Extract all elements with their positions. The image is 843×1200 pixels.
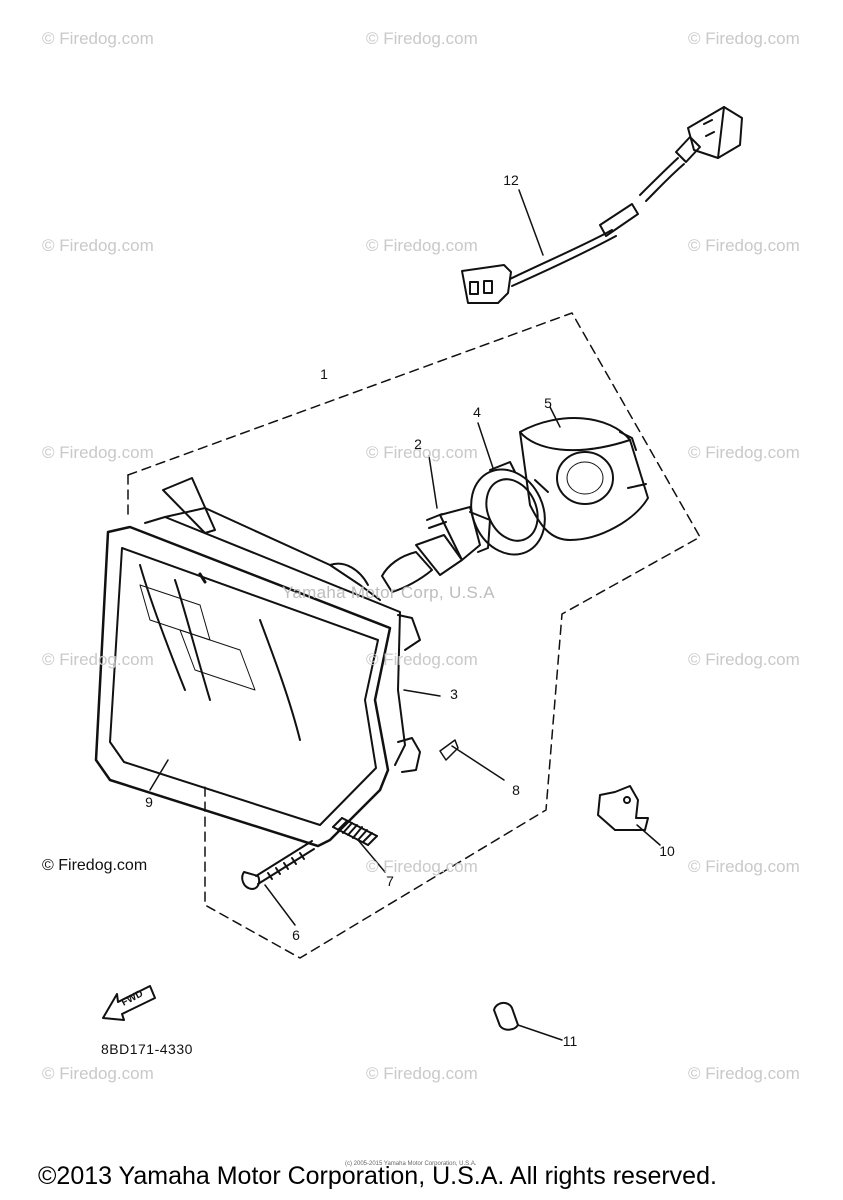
retaining-ring [470, 461, 549, 556]
center-watermark: Yamaha Motor Corp, U.S.A [282, 583, 495, 602]
dust-cover [519, 417, 649, 541]
callout-5: 5 [544, 395, 552, 411]
watermark: © Firedog.com [688, 236, 800, 255]
watermark: © Firedog.com [688, 443, 800, 462]
callout-10: 10 [659, 843, 675, 859]
callout-2: 2 [414, 436, 422, 452]
callout-7: 7 [386, 873, 394, 889]
assembly-outline [127, 312, 701, 959]
bracket [597, 785, 661, 846]
watermark: © Firedog.com [42, 443, 154, 462]
callout-12: 12 [503, 172, 519, 188]
callout-8: 8 [512, 782, 520, 798]
callout-4: 4 [473, 404, 481, 420]
watermark: © Firedog.com [42, 650, 154, 669]
callout-11: 11 [562, 1033, 578, 1049]
watermark: © Firedog.com [366, 236, 478, 255]
watermark: © Firedog.com [42, 29, 154, 48]
watermark: © Firedog.com [366, 1064, 478, 1083]
clip-8 [439, 739, 505, 781]
watermark: © Firedog.com [366, 857, 478, 876]
part-code: 8BD171-4330 [101, 1041, 193, 1057]
wire-harness [461, 106, 743, 304]
watermark: © Firedog.com [42, 236, 154, 255]
callout-1: 1 [320, 366, 328, 382]
callout-6: 6 [292, 927, 300, 943]
watermark: © Firedog.com [688, 857, 800, 876]
watermark: © Firedog.com [688, 650, 800, 669]
watermark: © Firedog.com [366, 443, 478, 462]
tiny-copyright: (c) 2005-2015 Yamaha Motor Corporation, … [345, 1161, 477, 1167]
spring [332, 817, 386, 873]
site-credit: © Firedog.com [42, 857, 148, 874]
clip-11 [493, 1002, 563, 1041]
fwd-arrow-icon [102, 985, 156, 1021]
bulb [381, 506, 491, 593]
watermark: © Firedog.com [366, 29, 478, 48]
callout-9: 9 [145, 794, 153, 810]
watermark: © Firedog.com [688, 29, 800, 48]
watermark: © Firedog.com [366, 650, 478, 669]
screw [241, 840, 315, 926]
watermark: © Firedog.com [688, 1064, 800, 1083]
headlight-unit [94, 477, 421, 848]
watermark: © Firedog.com [42, 1064, 154, 1083]
copyright-notice: ©2013 Yamaha Motor Corporation, U.S.A. A… [38, 1162, 717, 1190]
callout-3: 3 [450, 686, 458, 702]
